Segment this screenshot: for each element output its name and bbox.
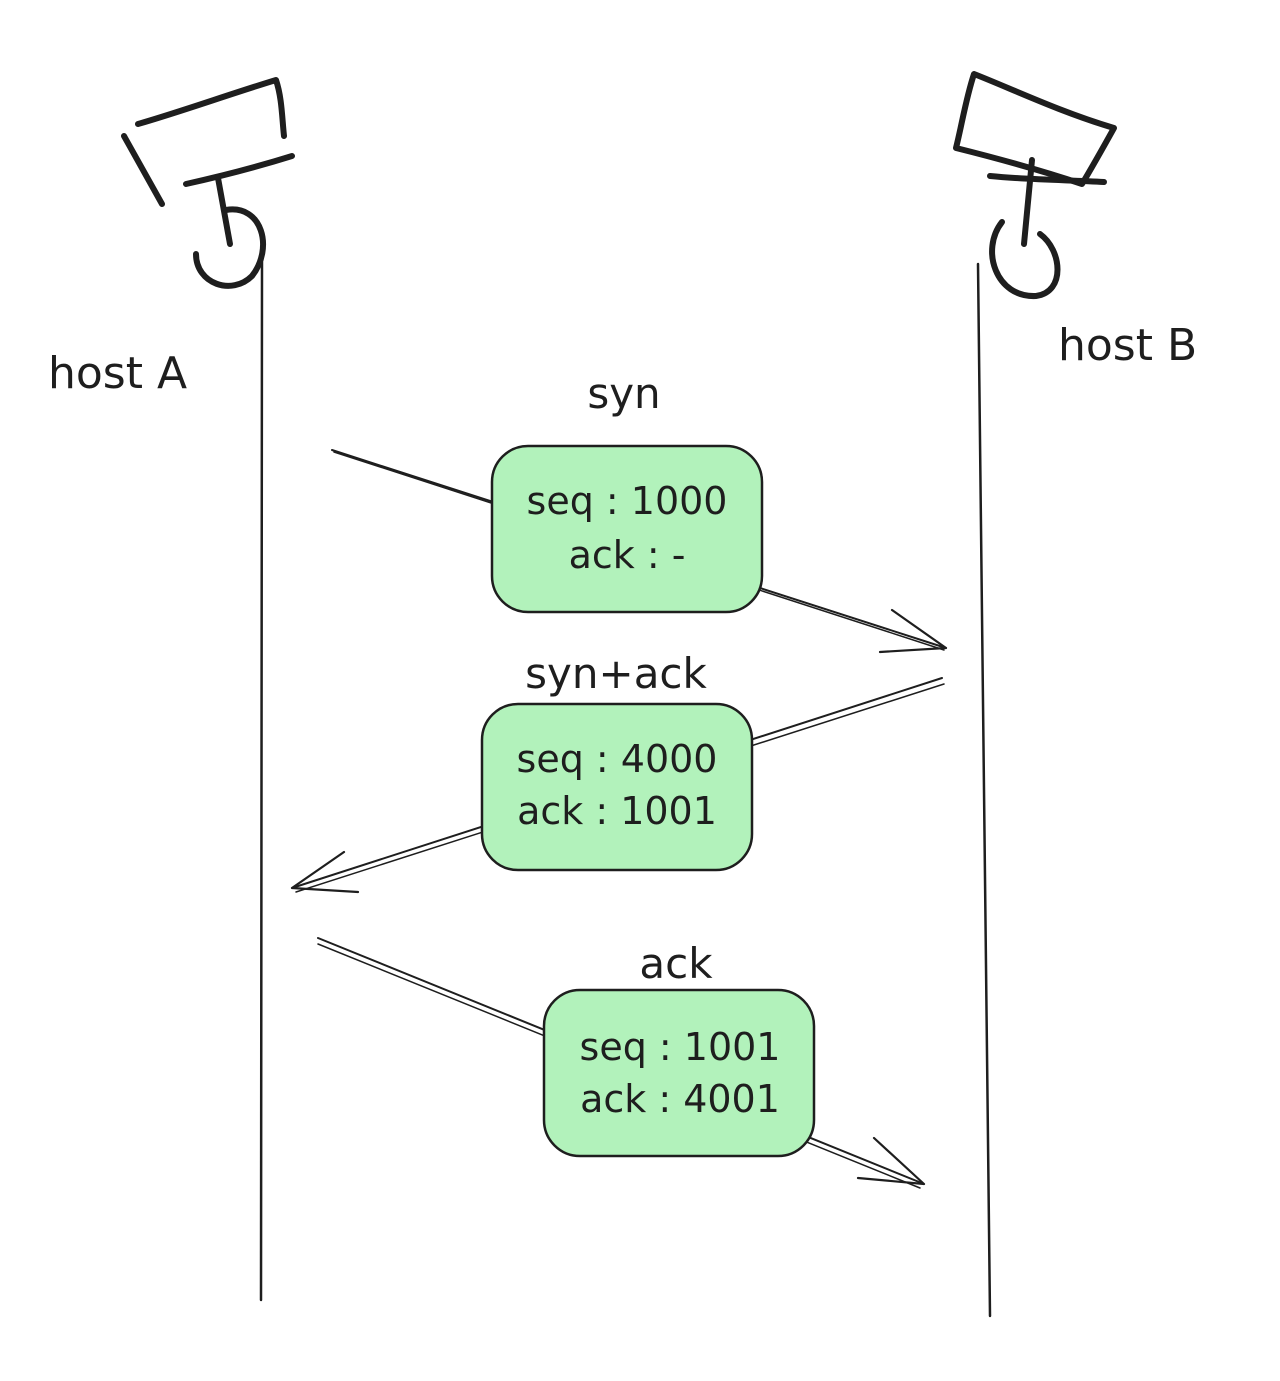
ack-ack: ack : 4001 xyxy=(580,1077,780,1121)
syn-seq: seq : 1000 xyxy=(527,479,728,523)
host-b-camera-icon xyxy=(953,71,1117,300)
host-a-lifeline xyxy=(259,260,264,1302)
syn-ack: ack : - xyxy=(569,533,686,577)
syn-ack-title: syn+ack xyxy=(525,649,707,698)
host-b-lifeline xyxy=(976,262,992,1318)
host-a-camera-icon xyxy=(121,77,295,289)
ack-title: ack xyxy=(639,939,713,988)
host-a-label: host A xyxy=(48,348,187,399)
syn-title: syn xyxy=(587,369,660,418)
host-b-label: host B xyxy=(1058,320,1197,371)
syn-ack-box xyxy=(480,702,754,872)
ack-box xyxy=(542,988,816,1158)
syn-ack-ack: ack : 1001 xyxy=(517,789,717,833)
syn-box xyxy=(490,444,764,614)
ack-seq: seq : 1001 xyxy=(580,1025,781,1069)
syn-ack-seq: seq : 4000 xyxy=(517,737,718,781)
